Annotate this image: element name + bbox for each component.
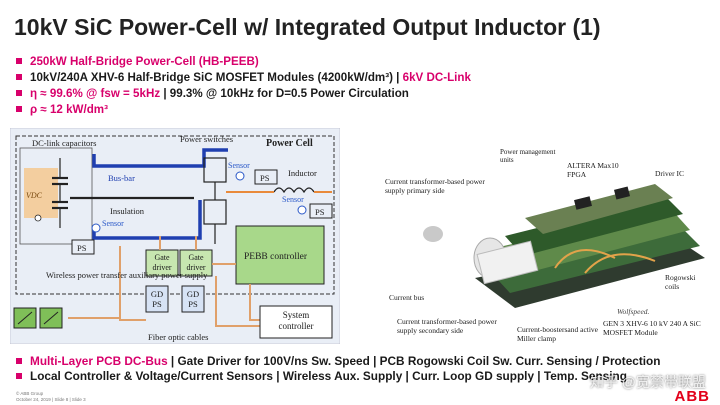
top-bullet: 250kW Half-Bridge Power-Cell (HB-PEEB) [14, 54, 714, 70]
hardware-photo: Power management units ALTERA Max10 FPGA… [385, 148, 715, 348]
label-pebb-controller: PEBB controller [244, 252, 308, 262]
bullet-text: Multi-Layer PCB DC-Bus [30, 354, 168, 368]
label-sensor-3: Sensor [102, 219, 124, 228]
bottom-bullet: Local Controller & Voltage/Current Senso… [14, 369, 714, 384]
label-current-bus: Current bus [389, 293, 424, 302]
bullet-marker-icon [16, 358, 22, 365]
top-bullet-list: 250kW Half-Bridge Power-Cell (HB-PEEB)10… [14, 54, 714, 118]
label-gate-driver-1: Gate driver [152, 253, 172, 272]
label-driver-ic: Driver IC [655, 169, 684, 178]
bullet-text: | Gate Driver for 100V/ns Sw. Speed | PC… [167, 354, 661, 368]
label-ct-primary: Current transformer-based power supply p… [385, 178, 485, 195]
label-gate-driver-2: Gate driver [186, 253, 206, 272]
power-cell-diagram: DC-link capacitors Power switches Power … [10, 128, 340, 344]
bullet-text: η ≈ 99.6% @ fsw = 5kHz [30, 87, 161, 100]
label-ps-1: PS [260, 173, 270, 183]
abb-logo: ABB [674, 388, 710, 405]
label-dc-link: DC-link capacitors [32, 138, 96, 148]
top-bullet: ρ ≈ 12 kW/dm³ [14, 102, 714, 118]
watermark: 知乎 @宽禁带联盟 [589, 374, 706, 390]
bullet-text: 10kV/240A XHV-6 Half-Bridge SiC MOSFET M… [30, 71, 403, 84]
top-bullet: 10kV/240A XHV-6 Half-Bridge SiC MOSFET M… [14, 70, 714, 86]
bullet-text: ρ ≈ 12 kW/dm³ [30, 103, 108, 116]
footer-line-2: October 24, 2019 | Slide 8 | Slide 3 [16, 397, 86, 402]
top-bullet: η ≈ 99.6% @ fsw = 5kHz | 99.3% @ 10kHz f… [14, 86, 714, 102]
label-sensor-1: Sensor [228, 161, 250, 170]
label-system-controller: System controller [278, 310, 314, 331]
label-gd-ps-2: GD PS [186, 289, 200, 309]
bullet-text: | 99.3% @ 10kHz for D=0.5 Power Circulat… [160, 87, 409, 100]
bullet-text: Local Controller & Voltage/Current Senso… [30, 369, 627, 383]
label-altera: ALTERA Max10 FPGA [567, 162, 619, 179]
label-rogowski: Rogowski coils [665, 274, 696, 291]
bullet-marker-icon [16, 74, 22, 81]
footer: © ABB Group October 24, 2019 | Slide 8 |… [16, 391, 86, 403]
label-wireless: Wireless power transfer auxiliary power … [46, 270, 208, 280]
bullet-marker-icon [16, 106, 22, 113]
label-ct-secondary: Current transformer-based power supply s… [397, 318, 497, 335]
bottom-bullet: Multi-Layer PCB DC-Bus | Gate Driver for… [14, 354, 714, 369]
label-ps-3: PS [77, 243, 87, 253]
footer-line-1: © ABB Group [16, 391, 44, 396]
label-fiber-optic: Fiber optic cables [148, 332, 208, 342]
label-vdc: VDC [26, 191, 43, 200]
label-power-cell: Power Cell [266, 138, 313, 149]
bullet-marker-icon [16, 90, 22, 97]
label-booster: Current-boostersand active Miller clamp [517, 326, 599, 343]
label-wolfspeed: Wolfspeed. [617, 307, 650, 316]
bullet-text: 250kW [30, 55, 67, 68]
label-power-switches: Power switches [180, 134, 233, 144]
label-power-management: Power management units [500, 148, 556, 164]
label-insulation: Insulation [110, 206, 145, 216]
bullet-text: Half-Bridge Power-Cell (HB-PEEB) [66, 55, 259, 68]
label-gen3-module: GEN 3 XHV-6 10 kV 240 A SiC MOSFET Modul… [603, 320, 701, 337]
label-gd-ps-1: GD PS [150, 289, 164, 309]
bullet-marker-icon [16, 58, 22, 65]
slide-title: 10kV SiC Power-Cell w/ Integrated Output… [14, 14, 601, 40]
label-inductor: Inductor [288, 168, 317, 178]
label-ps-2: PS [315, 207, 325, 217]
bottom-bullet-list: Multi-Layer PCB DC-Bus | Gate Driver for… [14, 354, 714, 384]
bullet-marker-icon [16, 373, 22, 380]
bullet-text: 6kV DC-Link [402, 71, 471, 84]
label-sensor-2: Sensor [282, 195, 304, 204]
label-bus-bar: Bus-bar [108, 173, 135, 183]
